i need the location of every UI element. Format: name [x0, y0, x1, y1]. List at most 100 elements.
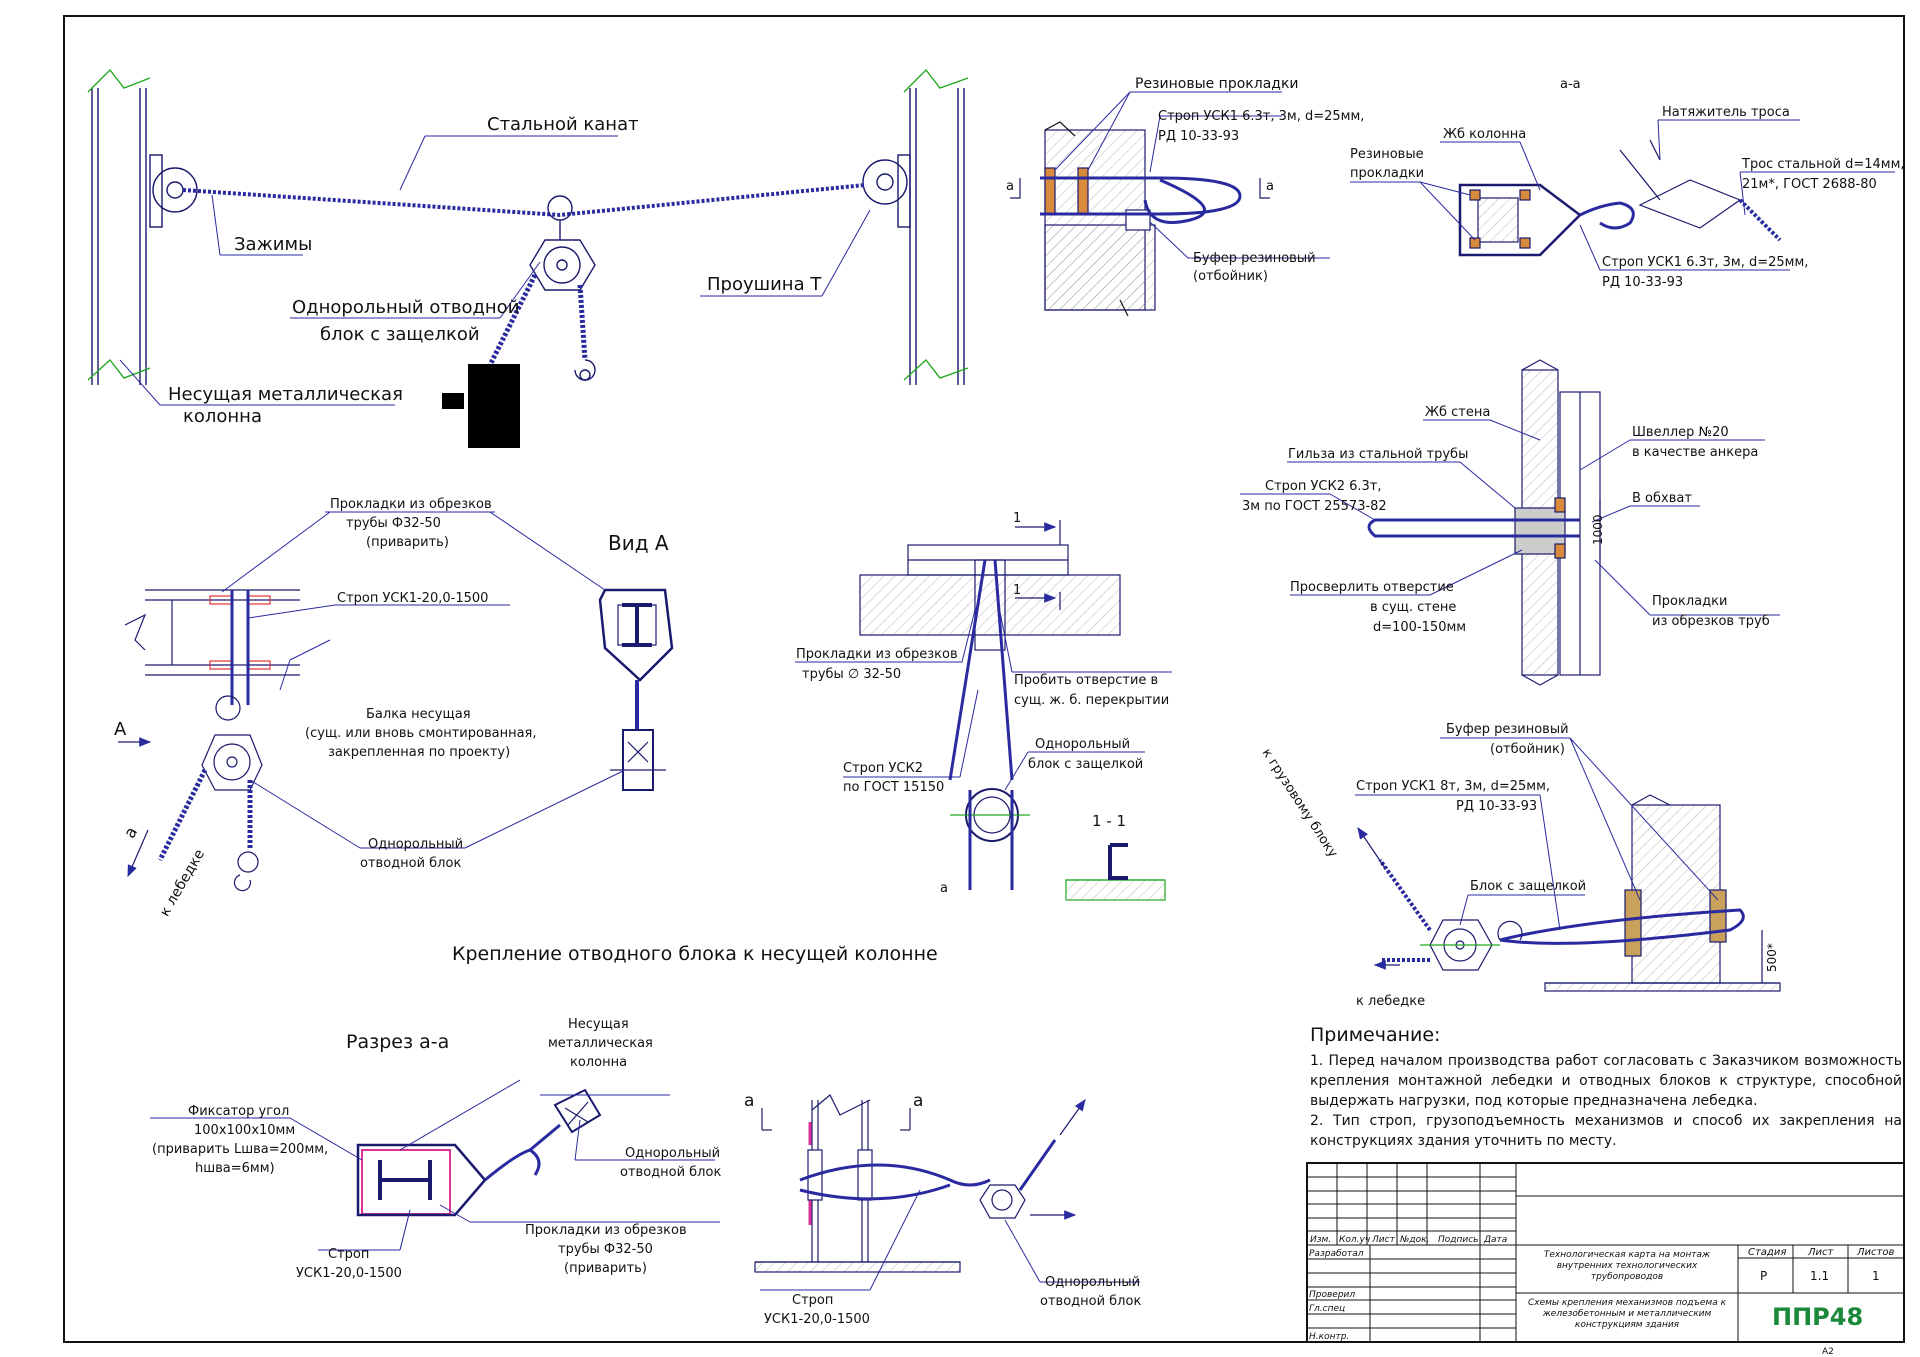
label-bearing-column-1: Несущая металлическая	[168, 384, 403, 405]
stamp-sheet-value: 1.1	[1810, 1269, 1829, 1283]
leader-lines-bottom-left	[150, 1079, 720, 1251]
label-rubber-pads: Резиновые прокладки	[1135, 76, 1299, 92]
column-buffer-detail	[1357, 794, 1781, 992]
label-single-block3-1: Однорольный	[625, 1146, 720, 1161]
label-small-a-center: а	[940, 881, 948, 896]
notes-title: Примечание:	[1310, 1024, 1441, 1046]
label-bearing-col2-2: металлическая	[548, 1036, 653, 1051]
note-item-2: 2. Тип строп, грузоподъемность механизмо…	[1310, 1113, 1902, 1149]
label-section-11: 1 - 1	[1092, 812, 1126, 830]
stamp-stage-header: Стадия	[1748, 1247, 1786, 1258]
label-pipe-pads-1: Прокладки из обрезков	[330, 497, 492, 512]
label-sling3-2: УСК1-20,0-1500	[296, 1266, 402, 1281]
label-small-a: а	[120, 823, 141, 841]
label-hole-2: сущ. ж. б. перекрытии	[1014, 693, 1169, 708]
label-sling-usk1b-1: Строп УСК1 6.3т, 3м, d=25мм,	[1602, 255, 1808, 270]
label-sling-usk1-2: РД 10-33-93	[1158, 129, 1239, 144]
label-steel-cable-1: Трос стальной d=14мм,	[1741, 157, 1905, 172]
stamp-role-developer: Разработал	[1309, 1249, 1364, 1259]
label-pads-pipes-2: из обрезков труб	[1652, 614, 1770, 629]
label-bearing-col2-1: Несущая	[568, 1017, 629, 1032]
label-block-latch-2: блок с защелкой	[1028, 757, 1143, 772]
label-fixator-1: Фиксатор угол	[188, 1104, 289, 1119]
stamp-role-checker: Проверил	[1309, 1290, 1355, 1300]
label-single-block-1: Однорольный отводной	[292, 297, 519, 318]
label-beam-3: закрепленная по проекту)	[328, 745, 510, 760]
label-buffer-2b: (отбойник)	[1490, 742, 1565, 757]
label-channel-1: Швеллер №20	[1632, 425, 1729, 440]
label-block-latch-2: Блок с защелкой	[1470, 879, 1586, 894]
beam-mount-detail	[118, 589, 300, 892]
section-mark-a-right: а	[1266, 179, 1274, 194]
title-block	[1306, 1162, 1905, 1343]
label-hole-1: Пробить отверстие в	[1014, 673, 1158, 688]
sheet-frame	[63, 15, 1905, 1343]
label-eye-t: Проушина Т	[707, 274, 822, 295]
label-to-cargo-block: к грузовому блоку	[1259, 746, 1341, 861]
label-buffer-2: (отбойник)	[1193, 269, 1268, 284]
label-block-latch-1: Однорольный	[1035, 737, 1130, 752]
label-single-block4-1: Однорольный	[1045, 1275, 1140, 1290]
label-sling4-1: Строп	[792, 1293, 833, 1308]
leader-lines-mid-left	[221, 511, 626, 849]
rope-between-columns-diagram	[87, 68, 969, 385]
label-single-block3-2: отводной блок	[620, 1165, 721, 1180]
label-fixator-2: 100х100х10мм	[194, 1123, 295, 1138]
winch-block	[468, 364, 520, 448]
label-pads-tube-2: трубы ∅ 32-50	[802, 667, 901, 682]
stamp-role-normcontrol: Н.контр.	[1309, 1332, 1349, 1342]
stamp-h-izm: Изм.	[1310, 1235, 1331, 1245]
stamp-format: А2	[1822, 1347, 1834, 1357]
label-single-block-2: блок с защелкой	[320, 324, 480, 345]
label-drill-3: d=100-150мм	[1373, 620, 1466, 635]
stamp-h-list: Лист	[1371, 1235, 1396, 1245]
label-to-winch-2: к лебедке	[1356, 994, 1425, 1009]
label-sling3-1: Строп	[328, 1247, 369, 1262]
stamp-h-ndok: №док.	[1399, 1235, 1429, 1245]
leader-lines-bottom-middle	[760, 1189, 1140, 1291]
label-pads3-2: трубы Ф32-50	[558, 1242, 653, 1257]
label-buffer-1: Буфер резиновый	[1193, 251, 1316, 266]
label-wrap: В обхват	[1632, 491, 1692, 506]
label-sling4-2: УСК1-20,0-1500	[764, 1312, 870, 1327]
label-buffer-2a: Буфер резиновый	[1446, 722, 1569, 737]
label-to-winch: к лебедке	[157, 847, 208, 919]
stamp-h-sign: Подпись	[1438, 1235, 1478, 1245]
label-single-block-2a: Однорольный	[368, 837, 463, 852]
label-pads3-3: (приварить)	[564, 1261, 647, 1276]
label-sling-usk1b-2: РД 10-33-93	[1602, 275, 1683, 290]
note-item-1: 1. Перед началом производства работ согл…	[1310, 1053, 1902, 1109]
label-beam-1: Балка несущая	[366, 707, 471, 722]
leader-lines-top-right	[1350, 119, 1895, 271]
caption-block-mounting: Крепление отводного блока к несущей коло…	[452, 943, 938, 965]
label-sling-usk2b-1: Строп УСК2 6.3т,	[1265, 479, 1382, 494]
label-sling-usk1-8-2: РД 10-33-93	[1456, 799, 1537, 814]
stamp-drawing-title: Схемы крепления механизмов подъема к жел…	[1527, 1298, 1727, 1330]
label-sling-usk2-1: Строп УСК2	[843, 761, 923, 776]
label-bearing-col2-3: колонна	[570, 1055, 627, 1070]
label-steel-rope: Стальной канат	[487, 114, 639, 135]
label-section-aa-bottom: Разрез а-а	[346, 1031, 449, 1053]
leader-lines-right-mid	[1240, 419, 1780, 616]
label-pads-pipes-1: Прокладки	[1652, 594, 1727, 609]
label-sling-usk1-20: Строп УСК1-20,0-1500	[337, 591, 488, 606]
section-label-aa-top: а-а	[1560, 77, 1581, 92]
label-sec-a-right: а	[913, 1091, 923, 1111]
stamp-sheets-header: Листов	[1856, 1247, 1894, 1258]
label-steel-cable-2: 21м*, ГОСТ 2688-80	[1742, 177, 1877, 192]
leader-lines-top-left	[119, 135, 871, 406]
winch-handle	[442, 393, 464, 409]
stamp-sheets-value: 1	[1872, 1269, 1880, 1283]
rc-column-section	[1458, 139, 1782, 257]
label-view-a: Вид А	[608, 531, 669, 555]
stamp-headers: Изм. Кол.уч Лист №док. Подпись Дата	[1310, 1235, 1507, 1245]
label-clamps: Зажимы	[234, 234, 312, 255]
label-fixator-3: (приварить Lшва=200мм,	[152, 1142, 328, 1157]
label-pads-tube-1: Прокладки из обрезков	[796, 647, 958, 662]
label-pads3-1: Прокладки из обрезков	[525, 1223, 687, 1238]
label-mark-1-top: 1	[1013, 511, 1021, 526]
label-single-block-2b: отводной блок	[360, 856, 461, 871]
stamp-sheet-header: Лист	[1807, 1247, 1835, 1258]
label-dim-1000: 1000	[1591, 514, 1605, 545]
label-channel-2: в качестве анкера	[1632, 445, 1758, 460]
